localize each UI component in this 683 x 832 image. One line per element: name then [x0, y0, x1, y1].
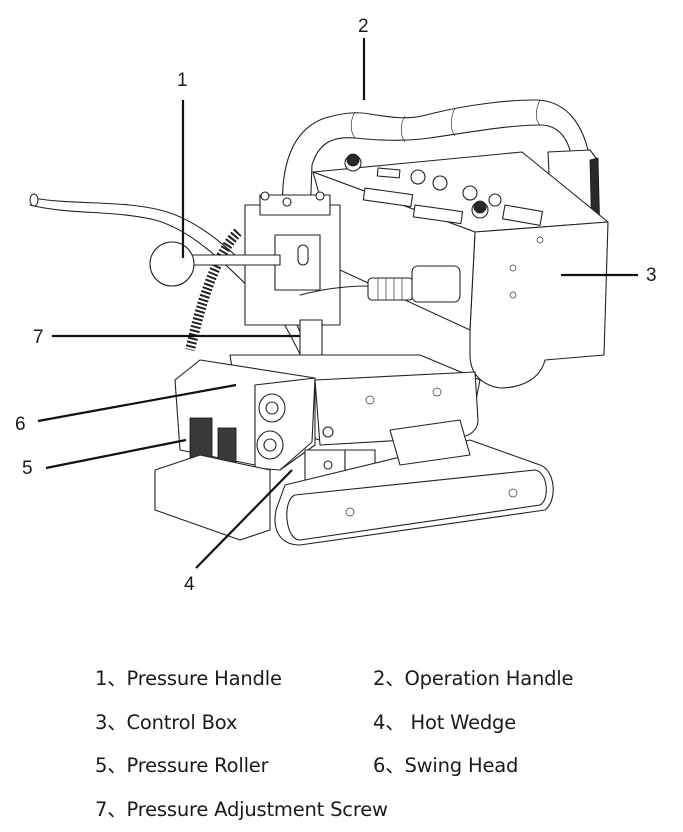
- conduit: [185, 228, 242, 352]
- leader-lines: [37, 38, 638, 569]
- callout-2: 2: [358, 16, 369, 37]
- cable-connector: [299, 265, 461, 303]
- leader-line-5: [45, 438, 187, 470]
- callout-6: 6: [15, 414, 26, 435]
- machine-diagram: 1 2 3 4 5 6 7: [15, 16, 657, 595]
- hot-wedge: [304, 426, 376, 481]
- legend-item-3: 3、Control Box: [95, 711, 238, 734]
- legend-item-7: 7、Pressure Adjustment Screw: [95, 798, 388, 821]
- callout-1: 1: [177, 70, 188, 91]
- legend-item-2: 2、Operation Handle: [373, 667, 574, 690]
- legend-item-4: 4、 Hot Wedge: [373, 711, 517, 734]
- callout-5: 5: [22, 458, 33, 479]
- track-base: [154, 419, 554, 546]
- callout-4: 4: [184, 574, 195, 595]
- callout-7: 7: [33, 327, 44, 348]
- pressure-handle: [149, 191, 341, 326]
- legend-item-6: 6、Swing Head: [373, 754, 519, 777]
- leader-line-6: [37, 383, 237, 423]
- control-box: [312, 151, 609, 389]
- leader-line-4: [195, 469, 293, 569]
- callout-3: 3: [646, 265, 657, 286]
- legend-item-1: 1、Pressure Handle: [95, 667, 282, 690]
- legend-item-5: 5、Pressure Roller: [95, 754, 269, 777]
